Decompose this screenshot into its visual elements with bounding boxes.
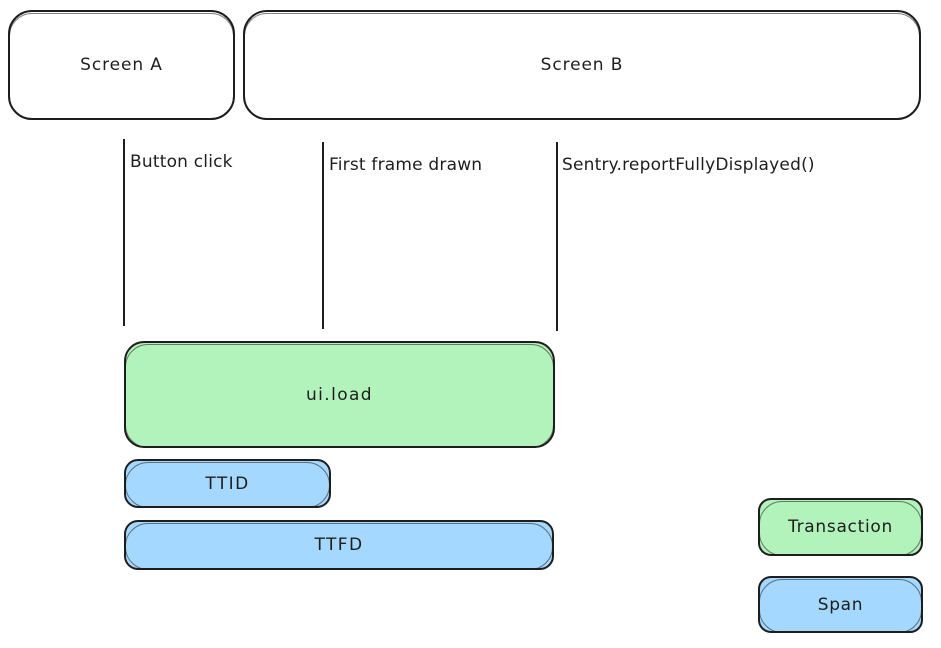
marker-label-button-click: Button click [130,152,233,172]
marker-line-first-frame-drawn [322,142,324,329]
bar-ttid-label: TTID [205,473,250,494]
legend-transaction-label: Transaction [788,517,893,537]
bar-ui-load-label: ui.load [305,384,374,405]
screen-a-label: Screen A [80,55,163,75]
bar-ttfd-label: TTFD [314,535,364,555]
marker-line-button-click [123,139,125,326]
bar-ttfd[interactable]: TTFD [124,520,554,570]
screen-b-box[interactable]: Screen B [243,10,921,120]
marker-label-first-frame-drawn: First frame drawn [329,155,483,175]
marker-line-report-fully-displayed [556,142,558,331]
legend-item-transaction[interactable]: Transaction [758,498,923,556]
legend-span-label: Span [817,594,864,615]
screen-b-label: Screen B [540,55,624,75]
marker-label-report-fully-displayed: Sentry.reportFullyDisplayed() [562,155,815,175]
legend-item-span[interactable]: Span [758,576,923,633]
bar-ui-load[interactable]: ui.load [124,341,555,448]
screen-a-box[interactable]: Screen A [8,10,235,120]
bar-ttid[interactable]: TTID [124,459,331,508]
